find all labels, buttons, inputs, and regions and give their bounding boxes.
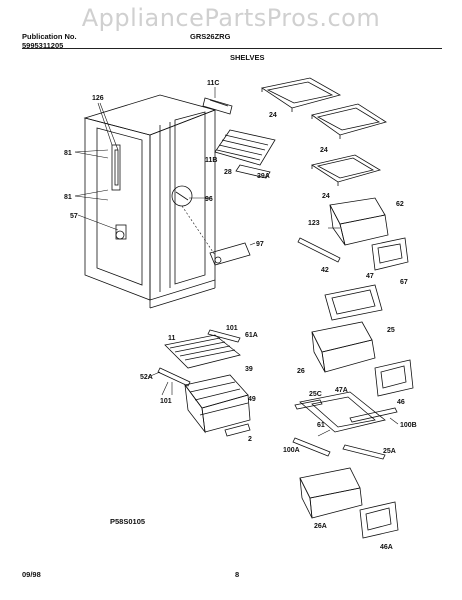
callout-61: 61 bbox=[317, 422, 325, 429]
callout-42: 42 bbox=[321, 267, 329, 274]
callout-47: 47 bbox=[366, 273, 374, 280]
shelf-frame-47 bbox=[324, 284, 383, 321]
rail-100b bbox=[349, 407, 398, 423]
watermark-text: AppliancePartsPros.com bbox=[81, 4, 381, 32]
callout-26a: 26A bbox=[314, 523, 327, 530]
callout-100a: 100A bbox=[283, 447, 300, 454]
shelf-bracket-11c bbox=[202, 97, 233, 115]
callout-96: 96 bbox=[205, 196, 213, 203]
leader-lines bbox=[74, 87, 399, 437]
callout-25: 25 bbox=[387, 327, 395, 334]
callout-57: 57 bbox=[70, 213, 78, 220]
crisper-drawer-62 bbox=[329, 197, 389, 246]
callout-11c: 11C bbox=[207, 80, 219, 87]
callout-11: 11 bbox=[168, 335, 176, 342]
publication-number: 5995311205 bbox=[22, 41, 64, 50]
callout-46: 46 bbox=[397, 399, 405, 406]
callout-81-upper: 81 bbox=[64, 150, 72, 157]
footer-date: 09/98 bbox=[22, 570, 41, 579]
callout-123: 123 bbox=[308, 220, 320, 227]
callout-47a: 47A bbox=[335, 387, 348, 394]
glass-shelf-24-bottom bbox=[310, 154, 381, 186]
figure-code: P58S0105 bbox=[110, 517, 146, 526]
callout-61a: 61A bbox=[245, 332, 258, 339]
rail-52a bbox=[157, 367, 191, 387]
crisper-pan-26a bbox=[299, 467, 363, 519]
callout-52a: 52A bbox=[140, 374, 153, 381]
refrigerator-cabinet bbox=[83, 94, 217, 309]
drawer-rail-42 bbox=[297, 237, 341, 263]
callout-126: 126 bbox=[92, 95, 104, 102]
callout-67: 67 bbox=[400, 279, 408, 286]
trim-25c bbox=[294, 399, 323, 410]
header-rule bbox=[22, 48, 442, 49]
callout-101-lower: 101 bbox=[160, 398, 172, 405]
bracket-61a bbox=[207, 329, 241, 343]
trim-25a bbox=[342, 444, 386, 460]
crisper-pan-26 bbox=[311, 321, 376, 373]
callout-25a: 25A bbox=[383, 448, 396, 455]
callout-39: 39 bbox=[245, 366, 253, 373]
section-title: SHELVES bbox=[230, 53, 265, 62]
handle-2 bbox=[224, 423, 251, 437]
callout-labels: 126 81 81 57 11C 24 24 24 11B 28 39A 96 … bbox=[64, 80, 417, 551]
callout-25c: 25C bbox=[309, 391, 322, 398]
callout-24-top: 24 bbox=[269, 112, 277, 119]
callout-39a: 39A bbox=[257, 173, 270, 180]
rail-100a bbox=[292, 437, 331, 457]
crisper-cover-97 bbox=[209, 242, 251, 266]
callout-46a: 46A bbox=[380, 544, 393, 551]
wire-shelf-28 bbox=[214, 129, 276, 179]
callout-11b: 11B bbox=[205, 157, 217, 164]
drawer-front-46 bbox=[374, 359, 414, 397]
callout-24-bottom: 24 bbox=[322, 193, 330, 200]
callout-24-middle: 24 bbox=[320, 147, 328, 154]
glass-shelf-47a bbox=[299, 391, 386, 433]
callout-49: 49 bbox=[248, 396, 256, 403]
callout-81-lower: 81 bbox=[64, 194, 72, 201]
glass-shelf-24-middle bbox=[311, 103, 387, 139]
callout-28: 28 bbox=[224, 169, 232, 176]
drawer-front-67 bbox=[371, 237, 409, 271]
footer-page-number: 8 bbox=[235, 570, 240, 579]
callout-100b: 100B bbox=[400, 422, 417, 429]
wire-basket-49 bbox=[184, 374, 251, 434]
drawer-front-46a bbox=[359, 501, 399, 539]
callout-62: 62 bbox=[396, 201, 404, 208]
wire-shelf-11 bbox=[164, 334, 241, 369]
glass-shelf-24-top bbox=[260, 77, 342, 112]
publication-label: Publication No. bbox=[22, 32, 77, 41]
callout-97: 97 bbox=[256, 241, 264, 248]
callout-26: 26 bbox=[297, 368, 305, 375]
callout-2: 2 bbox=[248, 436, 252, 443]
callout-101-upper: 101 bbox=[226, 325, 238, 332]
model-number: GRS26ZRG bbox=[190, 32, 231, 41]
